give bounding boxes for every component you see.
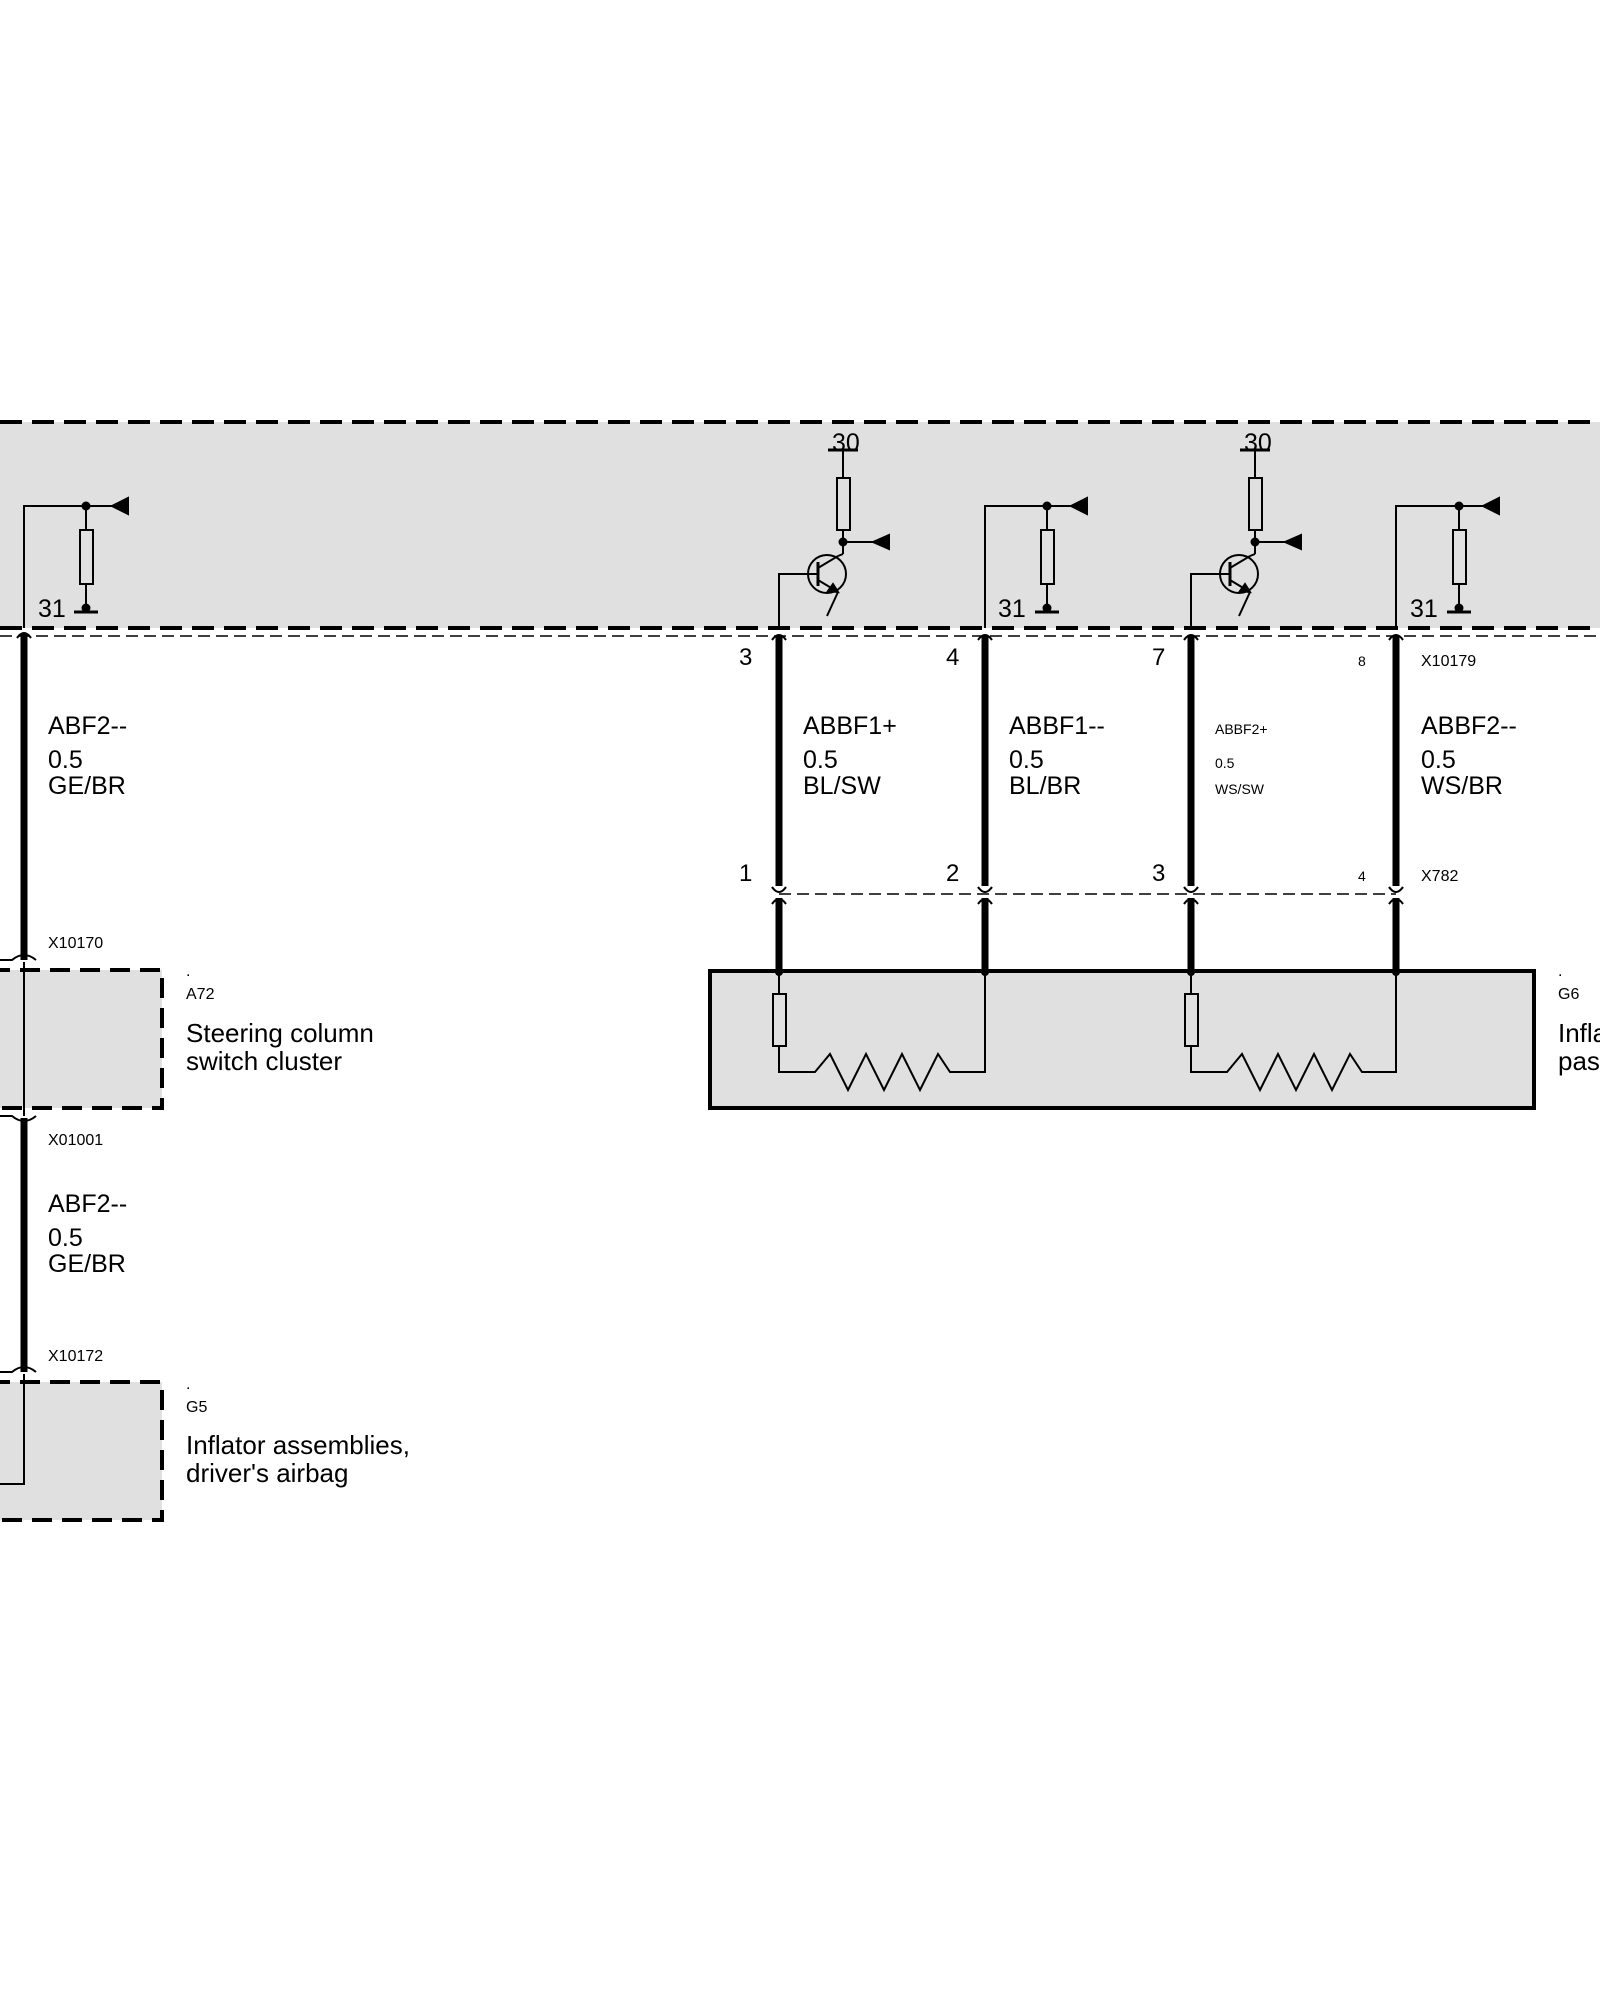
wire-right-4-gauge: 0.5 (1421, 746, 1456, 774)
wire-right-1-gauge: 0.5 (803, 746, 838, 774)
ground-label-31-middle: 31 (998, 595, 1026, 623)
wire-right-1-name: ABBF1+ (803, 712, 897, 740)
component-g6-id: G6 (1558, 986, 1579, 1003)
ground-label-31-left: 31 (38, 595, 66, 623)
wire-right-3-name: ABBF2+ (1215, 721, 1268, 737)
supply-label-30-a: 30 (832, 429, 860, 457)
wire-abbf2-plus (1183, 634, 1199, 972)
component-g6-name-line1: Infla (1558, 1018, 1600, 1048)
pullup-circuit-right (1395, 496, 1500, 628)
component-g6-name-line2: pas (1558, 1046, 1600, 1076)
wire-abbf2-minus (1388, 634, 1404, 972)
wire-right-3-color: WS/SW (1215, 781, 1265, 797)
pin-contact-x10170 (0, 954, 37, 961)
wire-left-2-color: GE/BR (48, 1250, 126, 1278)
wire-left-1-name: ABF2-- (48, 712, 127, 740)
wire-right-2-color: BL/BR (1009, 772, 1081, 800)
component-a72-name-line2: switch cluster (186, 1046, 342, 1076)
pin-x782-2: 2 (946, 860, 959, 887)
pin-x782-3: 3 (1152, 860, 1165, 887)
pin-contact-left-top (16, 632, 32, 639)
wire-right-2-gauge: 0.5 (1009, 746, 1044, 774)
wire-left-1-gauge: 0.5 (48, 746, 83, 774)
connector-x01001-label: X01001 (48, 1132, 103, 1149)
igniter-circuit-2 (1184, 968, 1400, 1093)
control-unit-box (0, 422, 1600, 628)
component-g5-name-line2: driver's airbag (186, 1458, 348, 1488)
component-a72-dot: . (186, 963, 190, 980)
wire-right-3-gauge: 0.5 (1215, 755, 1235, 771)
wire-abbf1-minus (977, 634, 993, 972)
pin-contact-x10172 (0, 1366, 37, 1373)
pin-x10179-7: 7 (1152, 644, 1165, 671)
wire-right-4-name: ABBF2-- (1421, 712, 1517, 740)
wire-abbf1-plus (771, 634, 787, 972)
transistor-driver-1 (778, 448, 890, 628)
pin-x782-4: 4 (1358, 868, 1366, 884)
transistor-driver-2 (1190, 448, 1302, 628)
pin-x10179-8: 8 (1358, 653, 1366, 669)
igniter-circuit-1 (772, 968, 989, 1093)
pin-x782-1: 1 (739, 860, 752, 887)
component-a72-box (0, 968, 164, 1110)
wire-right-4-color: WS/BR (1421, 772, 1503, 800)
wire-right-1-color: BL/SW (803, 772, 881, 800)
connector-x782-label: X782 (1421, 868, 1458, 885)
component-g6-dot: . (1558, 963, 1562, 980)
supply-label-30-b: 30 (1244, 429, 1272, 457)
component-g5-id: G5 (186, 1399, 207, 1416)
connector-x10172-label: X10172 (48, 1348, 103, 1365)
wire-left-1-color: GE/BR (48, 772, 126, 800)
component-a72-name-line1: Steering column (186, 1018, 374, 1048)
component-g6-box (708, 969, 1536, 1110)
component-g5-dot: . (186, 1376, 190, 1393)
component-g5-name-line1: Inflator assemblies, (186, 1430, 410, 1460)
component-g5-internal-wire (0, 1374, 25, 1485)
component-a72-id: A72 (186, 986, 215, 1003)
connector-x10179-label: X10179 (1421, 653, 1476, 670)
pullup-circuit-middle (984, 496, 1088, 628)
component-g5-box (0, 1380, 164, 1522)
connector-x10170-label: X10170 (48, 935, 103, 952)
wire-left-2-name: ABF2-- (48, 1190, 127, 1218)
pin-contact-x01001 (0, 1115, 37, 1122)
pin-x10179-4: 4 (946, 644, 959, 671)
pullup-circuit-left (23, 496, 129, 628)
wire-left-2-gauge: 0.5 (48, 1224, 83, 1252)
pin-x10179-3: 3 (739, 644, 752, 671)
ground-label-31-right: 31 (1410, 595, 1438, 623)
wire-right-2-name: ABBF1-- (1009, 712, 1105, 740)
